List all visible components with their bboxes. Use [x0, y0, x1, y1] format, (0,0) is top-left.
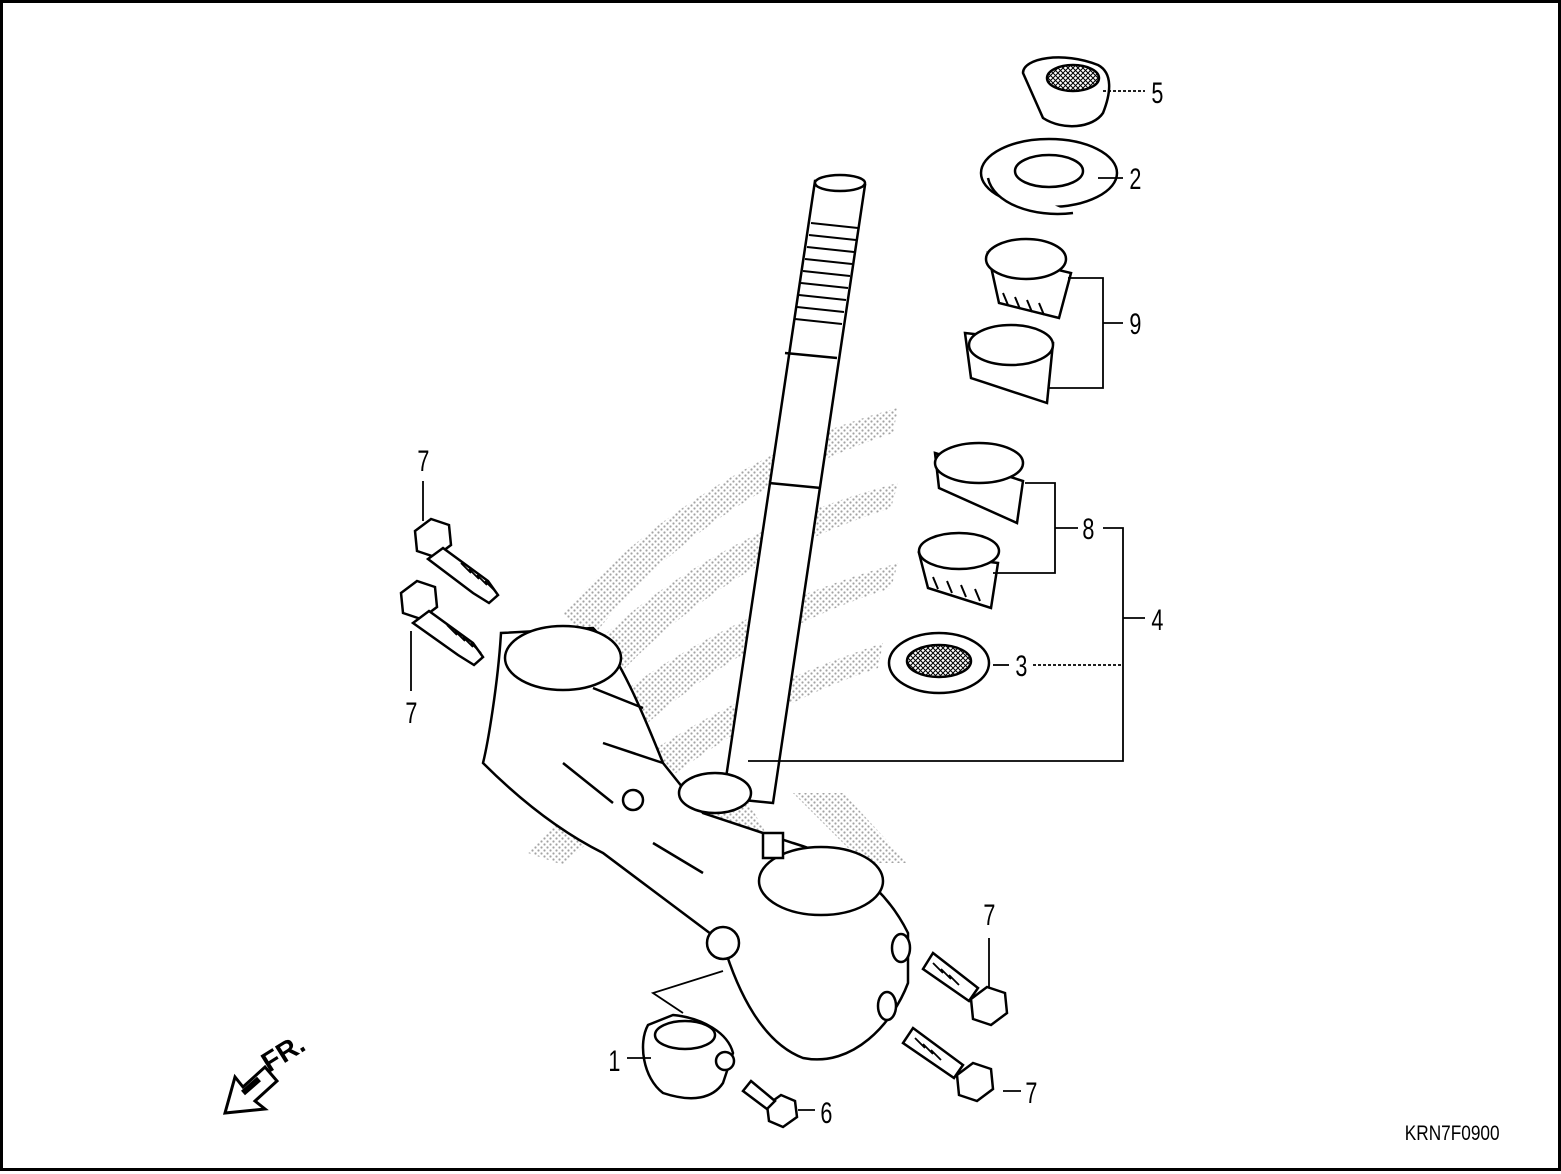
bearing-set-9: [963, 237, 1073, 405]
callout-4: 4: [1151, 602, 1163, 636]
callout-8: 8: [1082, 511, 1094, 545]
bolt-7-lower-a: [921, 951, 1009, 1027]
steering-stem-shaft: [721, 173, 867, 805]
dust-seal-3: [887, 631, 991, 695]
steering-stem-exploded-diagram: 5 2 9 8 4 3 7 7 7 7 1 6 FR.: [222, 56, 1163, 1130]
callout-3: 3: [1015, 648, 1027, 682]
bolt-6: [741, 1079, 799, 1129]
callout-9: 9: [1129, 306, 1141, 340]
callout-5: 5: [1151, 75, 1163, 109]
bearing-set-8: [917, 441, 1025, 610]
bolt-7-upper-a: [413, 517, 500, 605]
callout-7-right-lower: 7: [1025, 1075, 1037, 1109]
callout-2: 2: [1129, 161, 1141, 195]
leader-lines: [410, 90, 1145, 1111]
callout-7-right-upper: 7: [983, 897, 995, 931]
callout-1: 1: [608, 1043, 620, 1077]
cable-clamp-1: [641, 1013, 736, 1100]
callout-6: 6: [820, 1095, 832, 1129]
bolt-7-upper-b: [399, 579, 485, 667]
front-direction-arrow-icon: FR.: [222, 1028, 310, 1115]
nut-5: [1021, 56, 1111, 128]
callout-7-left: 7: [405, 695, 417, 729]
bolt-7-lower-b: [901, 1026, 995, 1103]
diagram-code: KRN7F0900: [1405, 1122, 1500, 1145]
callout-7-top: 7: [417, 443, 429, 477]
dust-seal-2: [979, 137, 1119, 216]
lower-triple-clamp: [481, 624, 912, 1061]
